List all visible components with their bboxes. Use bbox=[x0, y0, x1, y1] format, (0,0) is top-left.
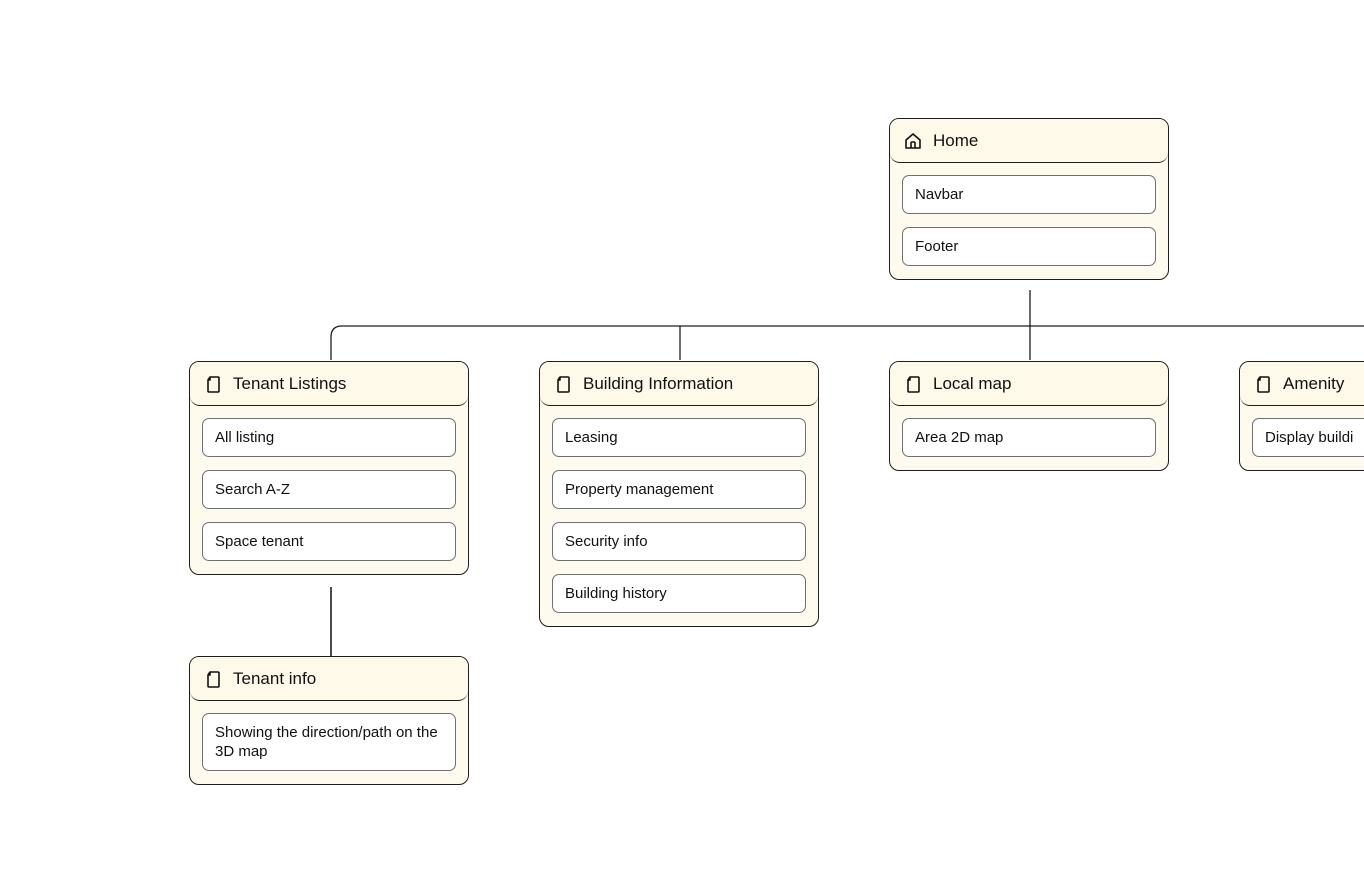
item-search-a-z[interactable]: Search A-Z bbox=[202, 470, 456, 509]
node-tenant-listings-title: Tenant Listings bbox=[233, 373, 347, 393]
node-building-information-title: Building Information bbox=[583, 373, 734, 393]
node-amenity[interactable]: Amenity Display buildi bbox=[1239, 361, 1364, 471]
item-all-listing[interactable]: All listing bbox=[202, 418, 456, 457]
node-building-information-header: Building Information bbox=[540, 362, 818, 406]
node-amenity-title: Amenity bbox=[1283, 373, 1345, 393]
node-local-map[interactable]: Local map Area 2D map bbox=[889, 361, 1169, 471]
node-local-map-header: Local map bbox=[890, 362, 1168, 406]
item-space-tenant[interactable]: Space tenant bbox=[202, 522, 456, 561]
item-area-2d-map[interactable]: Area 2D map bbox=[902, 418, 1156, 457]
home-icon bbox=[903, 131, 923, 151]
node-tenant-info-header: Tenant info bbox=[190, 657, 468, 701]
page-icon bbox=[1253, 374, 1273, 394]
node-building-information[interactable]: Building Information Leasing Property ma… bbox=[539, 361, 819, 627]
page-icon bbox=[203, 669, 223, 689]
node-home-title: Home bbox=[933, 130, 979, 150]
item-security-info[interactable]: Security info bbox=[552, 522, 806, 561]
page-icon bbox=[203, 374, 223, 394]
item-footer[interactable]: Footer bbox=[902, 227, 1156, 266]
node-home-header: Home bbox=[890, 119, 1168, 163]
page-icon bbox=[553, 374, 573, 394]
item-building-history[interactable]: Building history bbox=[552, 574, 806, 613]
item-leasing[interactable]: Leasing bbox=[552, 418, 806, 457]
node-home[interactable]: Home Navbar Footer bbox=[889, 118, 1169, 280]
item-direction-path-3d-map[interactable]: Showing the direction/path on the 3D map bbox=[202, 713, 456, 771]
connector-horizontal-bus bbox=[330, 325, 1364, 360]
node-amenity-header: Amenity bbox=[1240, 362, 1364, 406]
item-property-management[interactable]: Property management bbox=[552, 470, 806, 509]
node-tenant-listings[interactable]: Tenant Listings All listing Search A-Z S… bbox=[189, 361, 469, 575]
node-tenant-info-title: Tenant info bbox=[233, 668, 317, 688]
page-icon bbox=[903, 374, 923, 394]
item-display-building[interactable]: Display buildi bbox=[1252, 418, 1364, 457]
item-navbar[interactable]: Navbar bbox=[902, 175, 1156, 214]
node-tenant-listings-header: Tenant Listings bbox=[190, 362, 468, 406]
node-tenant-info[interactable]: Tenant info Showing the direction/path o… bbox=[189, 656, 469, 785]
node-local-map-title: Local map bbox=[933, 373, 1012, 393]
